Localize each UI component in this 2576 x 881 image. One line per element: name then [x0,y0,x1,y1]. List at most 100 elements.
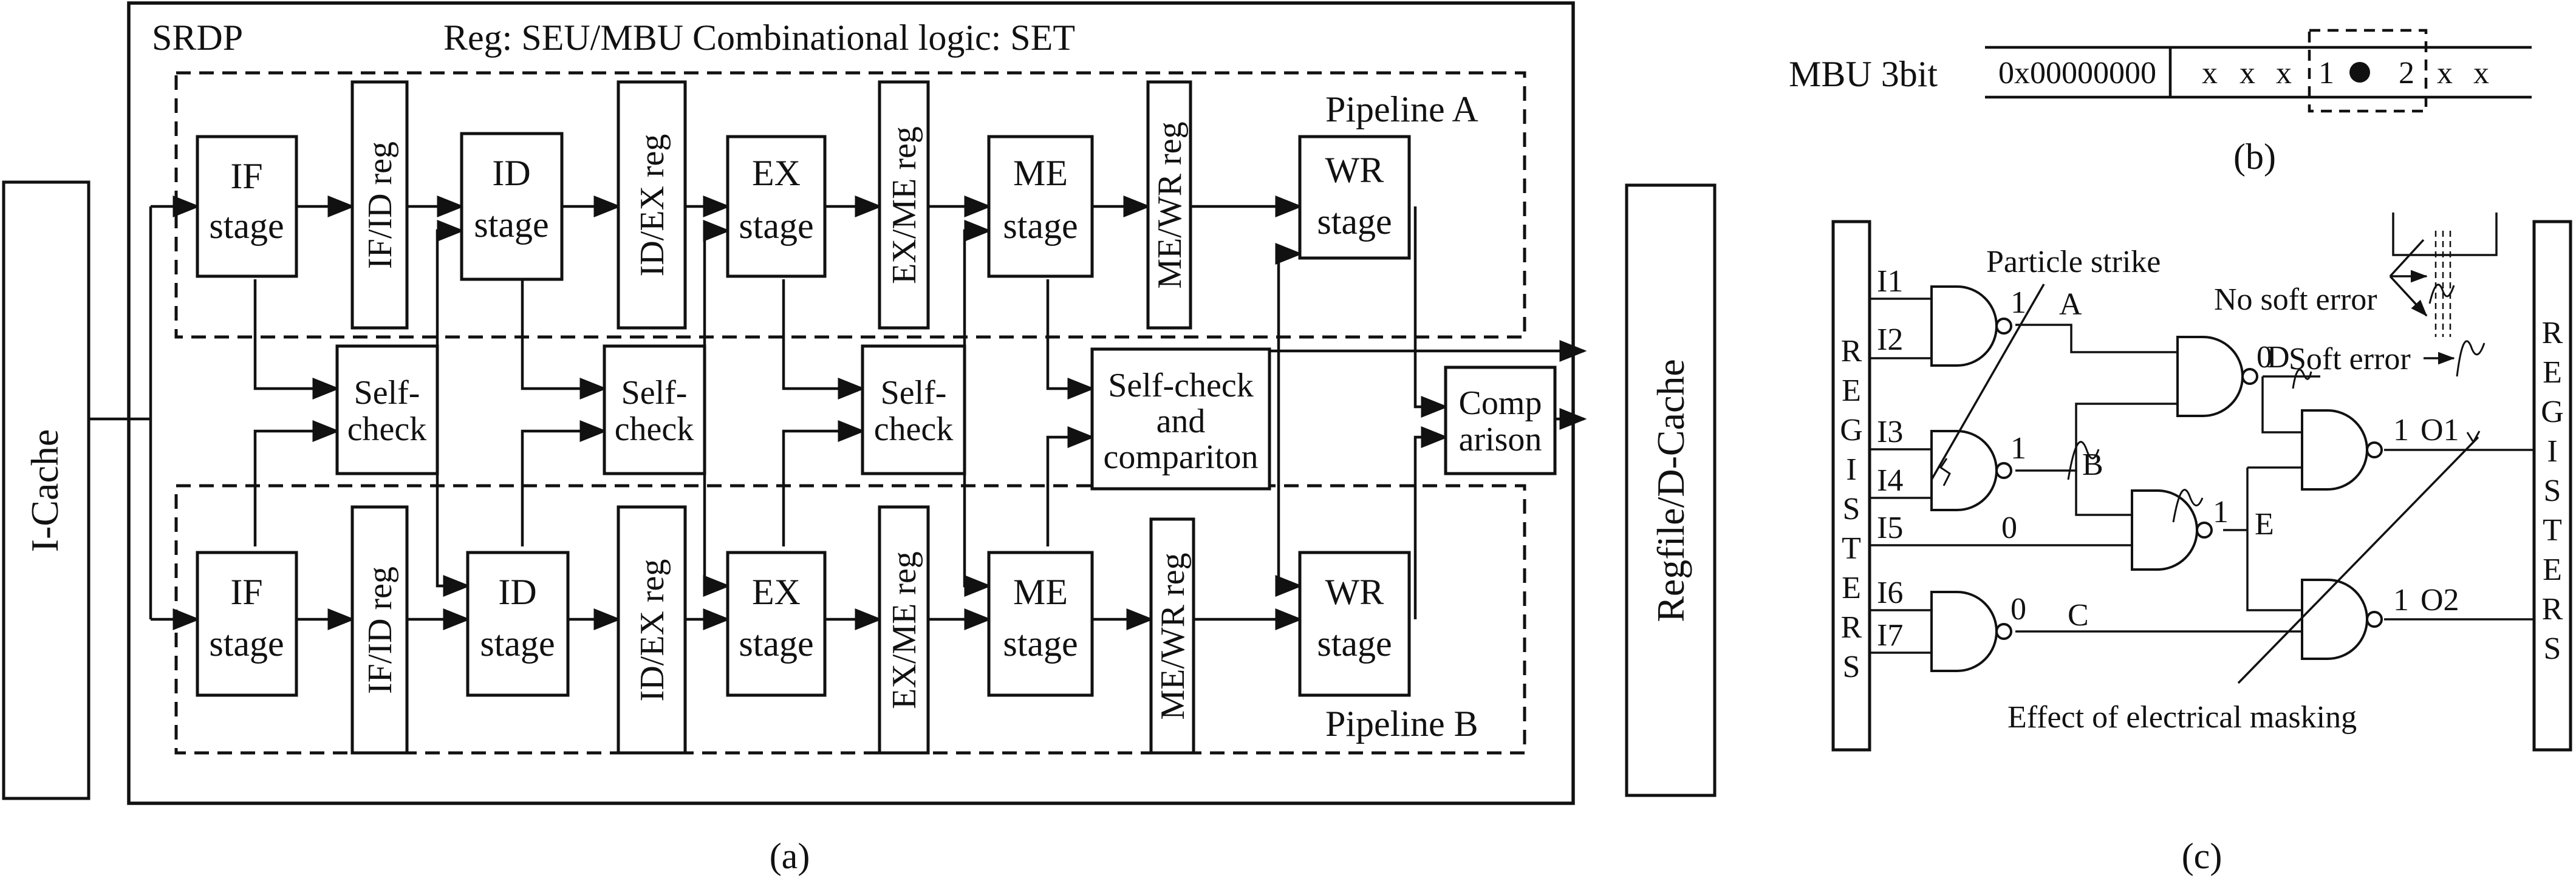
nand-gate-2 [1930,430,1998,511]
registers-right [2532,220,2572,752]
svg-text:stage: stage [209,206,284,246]
svg-text:IF: IF [230,156,262,196]
if-stage-a: IF stage [196,135,298,278]
svg-text:check: check [615,410,694,448]
ex-me-reg-a: EX/ME reg [878,80,930,330]
svg-text:WR: WR [1325,150,1384,190]
svg-text:S: S [1843,650,1860,684]
masking-line [2237,436,2479,684]
svg-text:S: S [1843,492,1860,526]
if-id-reg-a: IF/ID reg [350,80,409,330]
svg-text:IF: IF [230,572,262,612]
svg-text:stage: stage [739,206,813,246]
svg-text:I4: I4 [1877,463,1903,498]
registers-left-letters: R E G I S T E R S [1840,334,1863,684]
ex-stage-a: EX stage [726,135,827,278]
svg-text:arison: arison [1459,421,1542,458]
waveform-frame [2392,213,2498,256]
svg-text:R: R [1841,334,1862,369]
svg-text:0: 0 [2257,340,2272,375]
svg-text:I1: I1 [1877,264,1903,299]
icache-box [2,180,91,800]
svg-text:E: E [2543,355,2562,390]
strike-mark [1939,458,1951,486]
ex-stage-b: EX stage [726,551,827,697]
svg-text:O2: O2 [2421,583,2459,617]
nand-gates [1930,285,2383,672]
if-stage-b: IF stage [196,551,298,697]
svg-text:IF/ID reg: IF/ID reg [361,566,399,694]
svg-text:ID/EX reg: ID/EX reg [634,559,671,702]
me-wr-reg-b: ME/WR reg [1149,517,1195,755]
svg-text:EX/ME reg: EX/ME reg [886,551,923,709]
svg-text:ME/WR reg: ME/WR reg [1154,553,1192,719]
svg-text:G: G [1840,413,1863,447]
svg-text:ID/EX reg: ID/EX reg [634,134,671,277]
svg-text:E: E [1842,571,1861,605]
svg-text:IF/ID reg: IF/ID reg [361,141,399,269]
svg-text:check: check [874,410,954,448]
svg-text:E: E [2255,507,2274,542]
bit-x-2: x [2239,56,2255,90]
nand-gate-o1 [2301,409,2368,491]
particle-strike-label: Particle strike [1986,245,2161,279]
pipeline-b: IF stage IF/ID reg ID stage ID/EX reg EX… [196,505,1411,755]
svg-text:Comp: Comp [1459,384,1542,422]
svg-text:I: I [1846,452,1856,487]
svg-text:I3: I3 [1877,415,1903,449]
svg-text:1: 1 [2011,431,2026,466]
waveform-small [2428,284,2455,304]
regfile-label: Regfile/D-Cache [1649,359,1692,622]
id-ex-reg-a: ID/EX reg [617,80,687,330]
id-stage-a: ID stage [460,132,564,281]
svg-text:ME: ME [1013,572,1068,612]
id-ex-reg-b: ID/EX reg [617,505,687,755]
svg-text:I7: I7 [1877,618,1903,653]
probe-lines [2434,231,2451,337]
waveform-soft-error [2456,340,2485,377]
svg-text:stage: stage [739,624,813,664]
svg-text:G: G [2541,395,2564,429]
svg-text:R: R [2542,592,2563,627]
nand-gate-o2 [2301,579,2368,660]
svg-text:0: 0 [2011,592,2026,627]
pipeline-b-label: Pipeline B [1325,704,1478,744]
svg-text:1: 1 [2393,413,2409,447]
registers-right-letters: R E G I S T E R S [2541,316,2564,666]
wr-stage-b: WR stage [1298,551,1411,697]
nand-gate-1 [1930,285,1998,367]
svg-text:ID: ID [498,572,536,612]
regfile-box [1625,183,1717,797]
svg-text:0: 0 [2001,511,2017,545]
svg-text:C: C [2068,598,2089,633]
pulse-icon-b [2067,441,2100,480]
caption-a: (a) [770,836,810,876]
srdp-label: SRDP [152,18,243,58]
soft-error-label: Soft error [2289,342,2411,376]
bit-x-5: x [2473,56,2489,90]
svg-text:I2: I2 [1877,322,1903,357]
svg-text:stage: stage [1317,624,1392,664]
svg-text:T: T [1842,531,1861,566]
svg-text:ME/WR reg: ME/WR reg [1151,121,1189,288]
panel-b: MBU 3bit 0x00000000 x x x 1 2 x x (b) [1789,29,2532,177]
icache-label: I-Cache [23,429,66,553]
svg-text:EX: EX [752,153,801,193]
svg-text:EX/ME reg: EX/ME reg [886,126,923,284]
svg-text:stage: stage [1003,624,1078,664]
svg-text:ME: ME [1013,153,1068,193]
svg-text:B: B [2082,447,2103,482]
srdp-frame [127,1,1575,805]
panel-c: R E G I S T E R S R E G I S T E R S [1831,213,2572,876]
panel-a: I-Cache Regfile/D-Cache SRDP Reg: SEU/MB… [2,1,1717,876]
svg-text:R: R [1841,610,1862,645]
svg-text:Self-: Self- [354,374,420,412]
svg-text:WR: WR [1325,572,1384,612]
svg-text:stage: stage [1317,202,1392,242]
svg-text:stage: stage [474,205,548,245]
comparison-box: Comp arison [1444,366,1557,475]
svg-text:I6: I6 [1877,576,1903,610]
svg-text:check: check [347,410,427,448]
svg-text:stage: stage [1003,206,1078,246]
